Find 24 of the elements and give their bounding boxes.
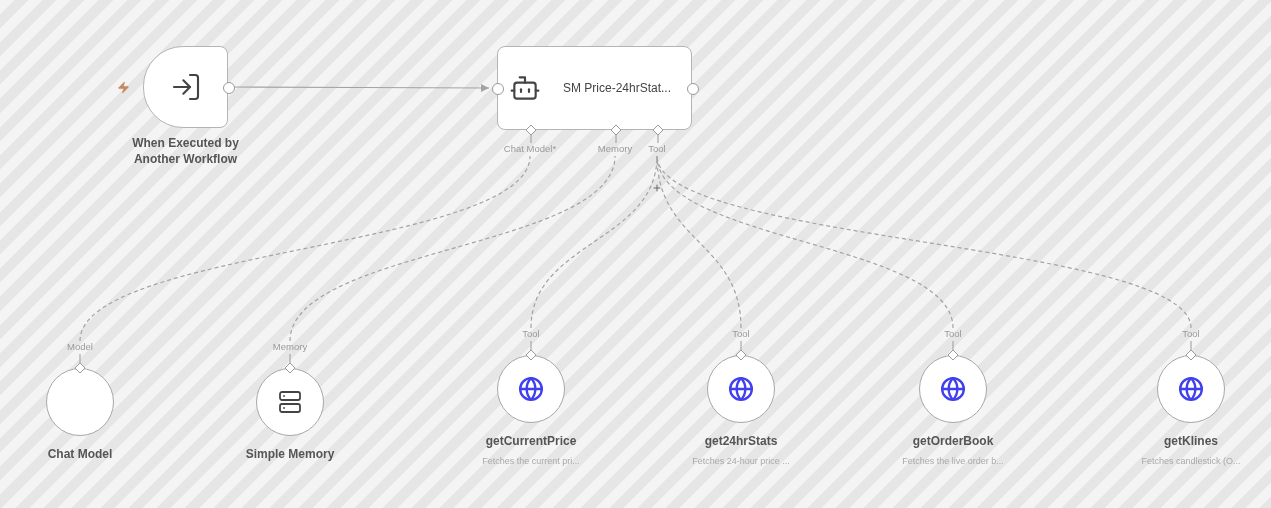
port-label: Tool [1182,328,1200,340]
dashed-connector [289,155,616,342]
port-label: Model [67,341,93,353]
port-label: Memory [597,143,633,155]
node-title: Simple Memory [245,447,335,462]
node-title: Chat Model [47,447,113,462]
node-description: Fetches 24-hour price ... [692,455,790,467]
port-label: Chat Model* [503,143,557,155]
node-title: get24hrStats [704,434,778,449]
node-title: getCurrentPrice [485,434,577,449]
node-title: getKlines [1164,434,1218,449]
port-label: Tool [648,143,666,155]
port-label: Tool [522,328,540,340]
dashed-connector [656,155,954,329]
node-title: SM Price-24hrStat... [563,79,673,97]
node-title: getOrderBook [912,434,994,449]
node-description: Fetches the live order b... [902,455,1004,467]
connector [234,84,490,92]
node-title: When Executed by Another Workflow [131,135,240,167]
port-label: Tool [944,328,962,340]
port-label: Memory [272,341,308,353]
dashed-connector [79,155,531,342]
dashed-connector [656,155,1192,329]
port-label: Tool [732,328,750,340]
